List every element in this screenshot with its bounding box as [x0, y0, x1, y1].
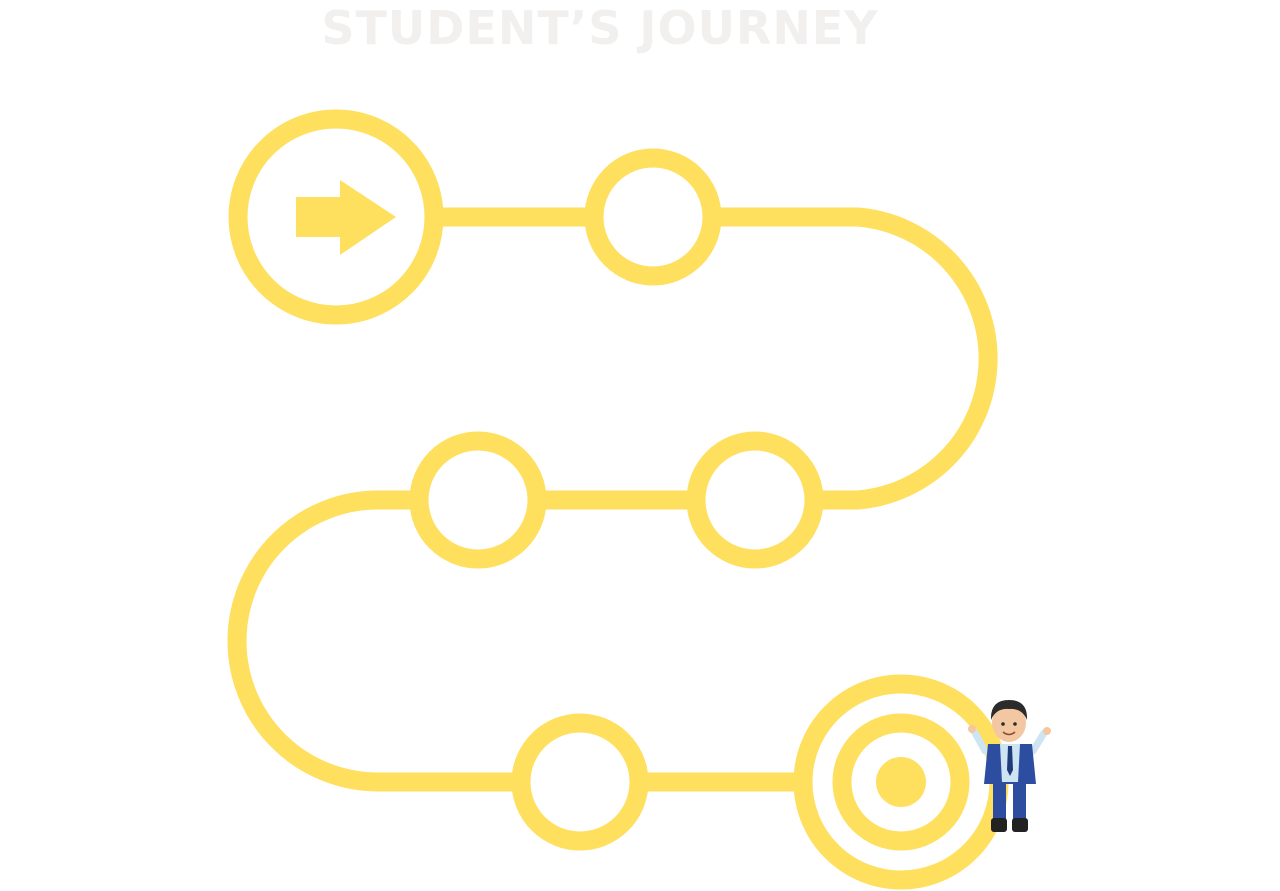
page-title: STUDENT’S JOURNEY: [321, 1, 879, 55]
milestone-node: [409, 431, 547, 569]
milestone-node: [584, 148, 722, 286]
arrow-right-icon: [296, 180, 396, 255]
target-icon: [793, 674, 1009, 890]
journey-path: [227, 207, 998, 792]
student-figure: [968, 700, 1051, 832]
path-segment: [717, 207, 998, 510]
milestone-node: [686, 431, 824, 569]
milestone-node: [511, 713, 649, 851]
start-node: [228, 109, 444, 325]
path-segment: [227, 490, 516, 792]
